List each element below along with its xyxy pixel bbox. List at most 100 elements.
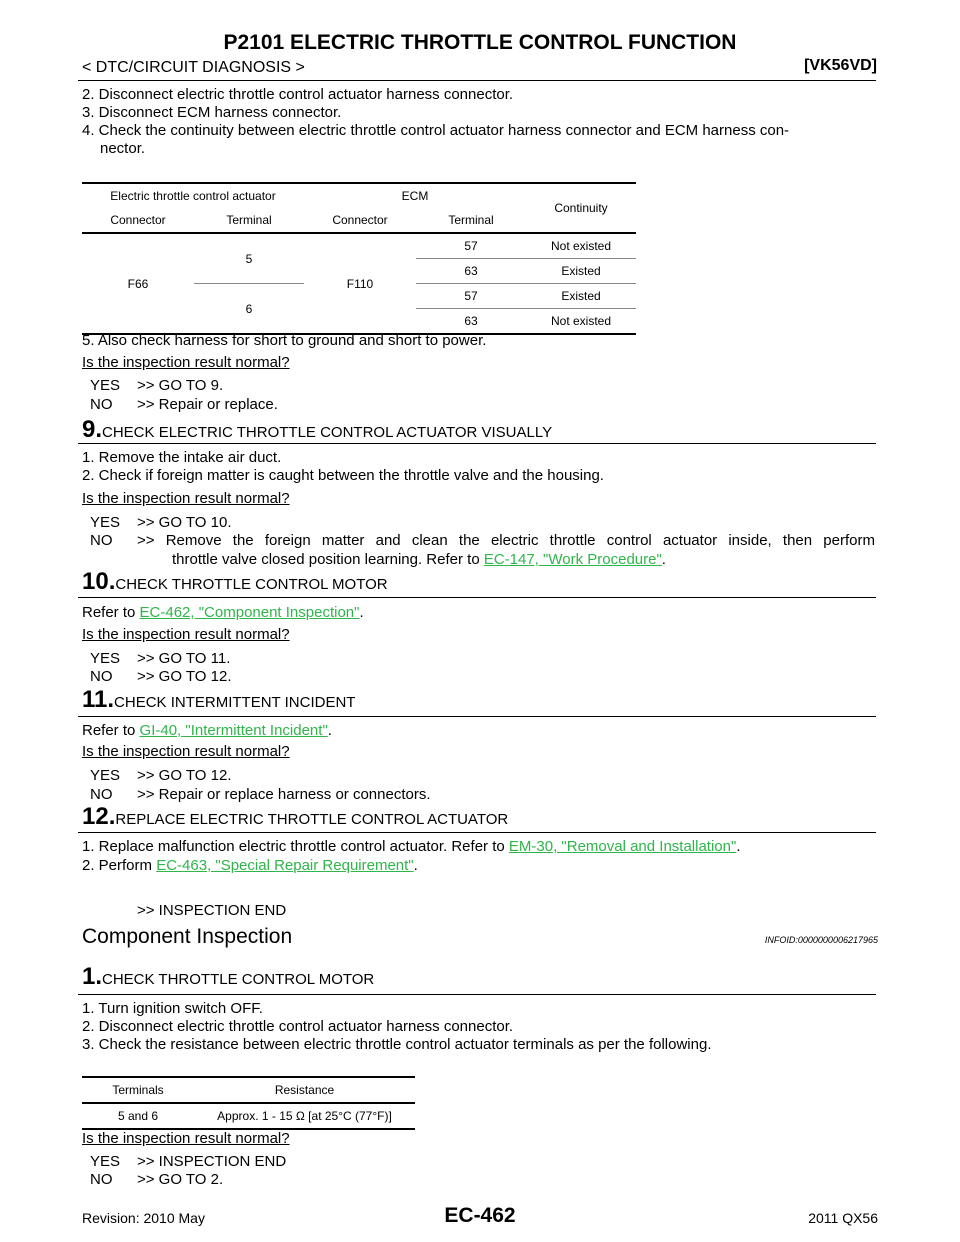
th-actuator: Electric throttle control actuator xyxy=(110,189,276,203)
cell-actuator-terminal: 5 xyxy=(245,251,253,266)
step10-no-action: >> GO TO 12. xyxy=(137,668,232,685)
link-ec-463[interactable]: EC-463, "Special Repair Requirement" xyxy=(156,857,414,874)
step12-line2-text: 2. Perform xyxy=(82,857,157,874)
step10-refer-text: Refer to xyxy=(82,604,140,621)
comp-step1-heading: 1.CHECK THROTTLE CONTROL MOTOR xyxy=(82,963,374,991)
revision-date: Revision: 2010 May xyxy=(82,1210,205,1226)
step10-question: Is the inspection result normal? xyxy=(82,626,290,643)
th-resistance: Resistance xyxy=(274,1083,335,1097)
step11-divider xyxy=(78,716,876,717)
comp-step1-number: 1. xyxy=(82,963,103,990)
step12-divider xyxy=(78,832,876,833)
step11-number: 11. xyxy=(82,686,115,713)
cell-actuator-terminal: 6 xyxy=(194,283,304,335)
step8-yes-action: >> GO TO 9. xyxy=(137,377,224,394)
step9-line2: 2. Check if foreign matter is caught bet… xyxy=(82,467,604,484)
step11-period: . xyxy=(327,722,332,739)
cell-ecm-terminal: 57 xyxy=(464,239,478,253)
step12-line1-text: 1. Replace malfunction electric throttle… xyxy=(82,838,509,855)
vehicle-model: 2011 QX56 xyxy=(808,1210,878,1226)
comp-question: Is the inspection result normal? xyxy=(82,1130,290,1147)
step9-period: . xyxy=(661,551,666,568)
cell-terminals: 5 and 6 xyxy=(117,1109,159,1123)
step12-line2: 2. Perform EC-463, "Special Repair Requi… xyxy=(82,857,418,874)
continuity-table: Electric throttle control actuator ECM C… xyxy=(82,182,636,335)
th-continuity: Continuity xyxy=(526,183,636,234)
cell-ecm-connector: F110 xyxy=(304,233,416,335)
step12-period2: . xyxy=(413,857,418,874)
step8-question: Is the inspection result normal? xyxy=(82,354,290,371)
cell-ecm-terminal: 57 xyxy=(416,283,526,309)
intro-step-2: 2. Disconnect electric throttle control … xyxy=(82,86,514,103)
step11-question: Is the inspection result normal? xyxy=(82,743,290,760)
step9-no-action-text: throttle valve closed position learning.… xyxy=(172,551,484,568)
header-divider xyxy=(78,80,876,81)
comp-no-action: >> GO TO 2. xyxy=(137,1171,224,1188)
step10-period: . xyxy=(359,604,364,621)
intro-step-3: 3. Disconnect ECM harness connector. xyxy=(82,104,342,121)
step12-heading: 12.REPLACE ELECTRIC THROTTLE CONTROL ACT… xyxy=(82,803,508,831)
cell-ecm-terminal: 63 xyxy=(416,308,526,334)
step10-refer: Refer to EC-462, "Component Inspection". xyxy=(82,604,364,621)
cell-continuity: Not existed xyxy=(526,308,636,334)
step10-heading: 10.CHECK THROTTLE CONTROL MOTOR xyxy=(82,568,388,596)
comp-step1-title: CHECK THROTTLE CONTROL MOTOR xyxy=(102,971,375,988)
step11-heading: 11.CHECK INTERMITTENT INCIDENT xyxy=(82,686,355,714)
step11-title: CHECK INTERMITTENT INCIDENT xyxy=(114,694,356,711)
link-ec-462[interactable]: EC-462, "Component Inspection" xyxy=(139,604,360,621)
engine-model: [VK56VD] xyxy=(804,57,877,74)
cell-continuity: Not existed xyxy=(550,239,612,253)
step10-yes-label: YES xyxy=(90,650,121,667)
comp-line1: 1. Turn ignition switch OFF. xyxy=(82,1000,263,1017)
cell-continuity: Existed xyxy=(526,283,636,309)
step11-yes-label: YES xyxy=(90,767,121,784)
page-number: EC-462 xyxy=(444,1204,516,1227)
step9-yes-label: YES xyxy=(90,514,121,531)
link-em-30[interactable]: EM-30, "Removal and Installation" xyxy=(508,838,737,855)
step12-title: REPLACE ELECTRIC THROTTLE CONTROL ACTUAT… xyxy=(115,811,509,828)
link-gi-40[interactable]: GI-40, "Intermittent Incident" xyxy=(139,722,328,739)
resistance-table: Terminals Resistance 5 and 6 Approx. 1 -… xyxy=(82,1076,415,1130)
th-connector: Connector xyxy=(110,213,166,227)
page-title: P2101 ELECTRIC THROTTLE CONTROL FUNCTION xyxy=(223,31,737,54)
step11-no-action: >> Repair or replace harness or connecto… xyxy=(137,786,431,803)
step10-divider xyxy=(78,597,876,598)
step11-refer: Refer to GI-40, "Intermittent Incident". xyxy=(82,722,332,739)
step12-line1: 1. Replace malfunction electric throttle… xyxy=(82,838,741,855)
th-connector: Connector xyxy=(332,213,388,227)
comp-yes-action: >> INSPECTION END xyxy=(137,1153,287,1170)
step9-divider xyxy=(78,443,876,444)
step8-line5: 5. Also check harness for short to groun… xyxy=(82,332,487,349)
component-inspection-heading: Component Inspection xyxy=(82,925,293,948)
th-terminal: Terminal xyxy=(226,213,272,227)
comp-step1-divider xyxy=(78,994,876,995)
step12-period1: . xyxy=(736,838,741,855)
step9-line1: 1. Remove the intake air duct. xyxy=(82,449,282,466)
step8-no-action: >> Repair or replace. xyxy=(137,396,278,413)
comp-line3: 3. Check the resistance between electric… xyxy=(82,1036,712,1053)
comp-no-label: NO xyxy=(90,1171,113,1188)
step10-number: 10. xyxy=(82,568,116,595)
cell-actuator-connector: F66 xyxy=(82,233,194,335)
cell-continuity: Existed xyxy=(526,258,636,284)
link-ec-147[interactable]: EC-147, "Work Procedure" xyxy=(483,551,662,568)
step10-no-label: NO xyxy=(90,668,113,685)
step9-no-label: NO xyxy=(90,532,113,549)
comp-yes-label: YES xyxy=(90,1153,121,1170)
breadcrumb: < DTC/CIRCUIT DIAGNOSIS > xyxy=(82,59,305,76)
step9-title: CHECK ELECTRIC THROTTLE CONTROL ACTUATOR… xyxy=(102,424,553,441)
step8-no-label: NO xyxy=(90,396,113,413)
step11-yes-action: >> GO TO 12. xyxy=(137,767,232,784)
th-terminals: Terminals xyxy=(112,1083,164,1097)
step9-question: Is the inspection result normal? xyxy=(82,490,290,507)
comp-line2: 2. Disconnect electric throttle control … xyxy=(82,1018,514,1035)
step11-no-label: NO xyxy=(90,786,113,803)
step12-number: 12. xyxy=(82,803,116,830)
step8-yes-label: YES xyxy=(90,377,121,394)
intro-step-4: 4. Check the continuity between electric… xyxy=(82,122,790,139)
cell-resistance: Approx. 1 - 15 Ω [at 25°C (77°F)] xyxy=(217,1109,392,1123)
th-terminal: Terminal xyxy=(448,213,494,227)
step9-no-action: >> Remove the foreign matter and clean t… xyxy=(137,532,875,549)
step9-yes-action: >> GO TO 10. xyxy=(137,514,232,531)
intro-step-4-cont: nector. xyxy=(100,140,146,157)
